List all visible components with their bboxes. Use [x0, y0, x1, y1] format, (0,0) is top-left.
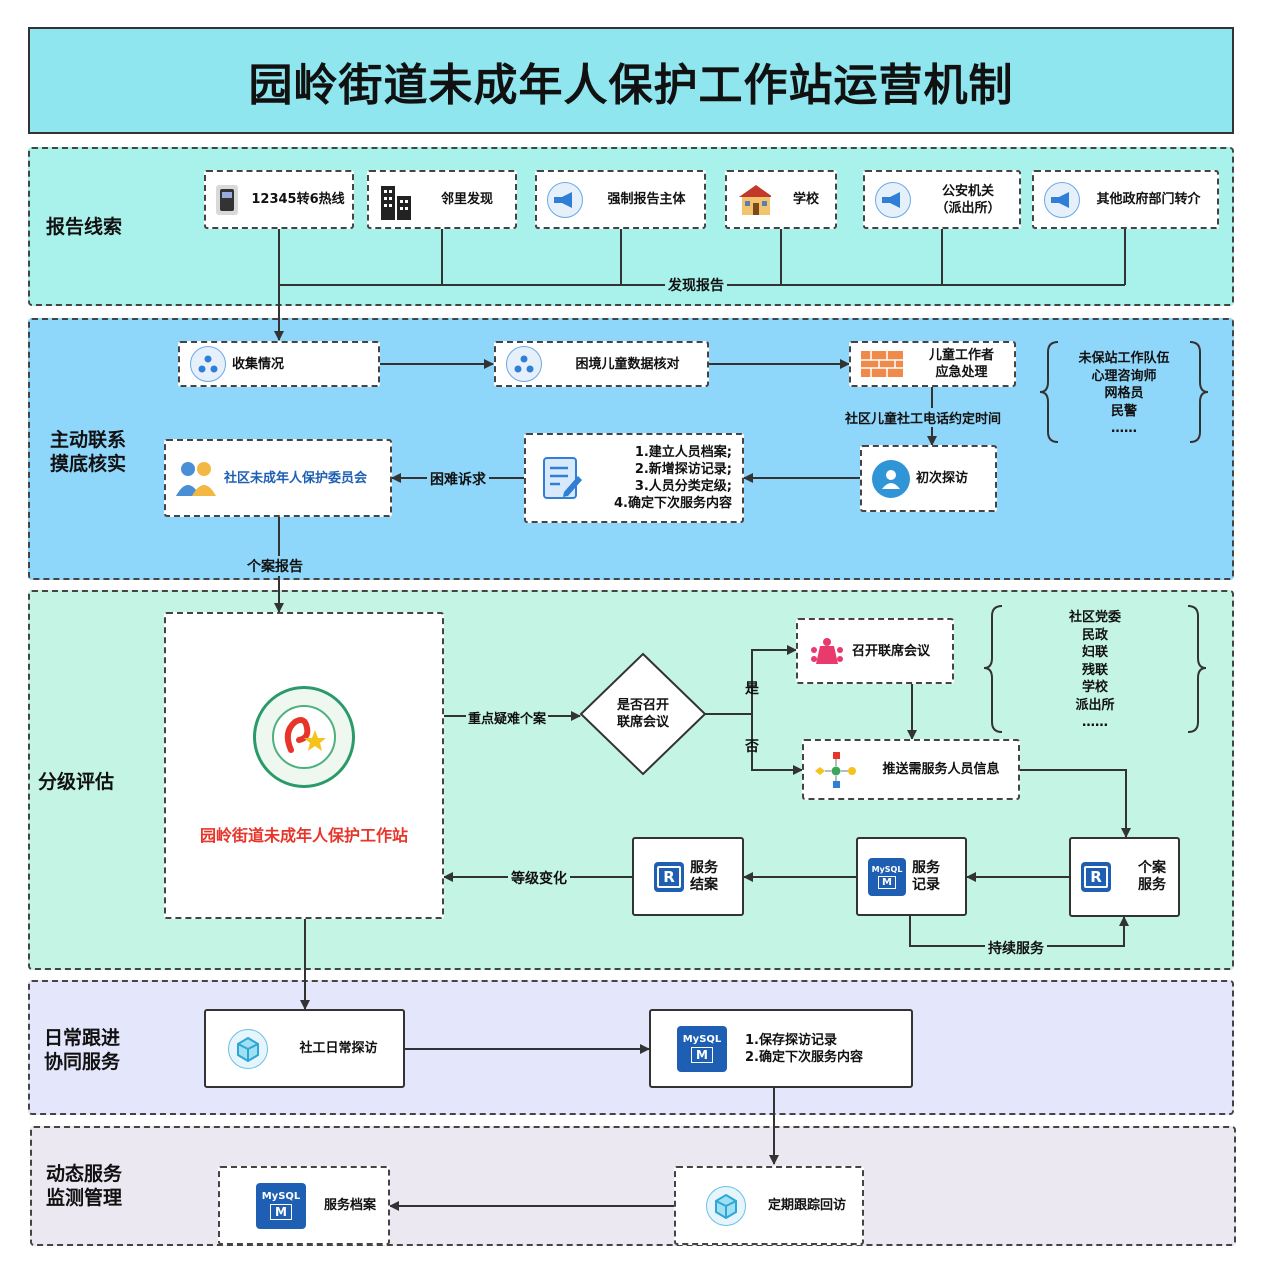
source-label: 公安机关 （派出所）	[935, 183, 1001, 216]
source-label: 其他政府部门转介	[1096, 192, 1201, 207]
node-meeting[interactable]: 召开联席会议	[796, 618, 954, 684]
node-followup[interactable]: 定期跟踪回访	[674, 1166, 864, 1245]
megaphone-icon	[1044, 181, 1080, 218]
node-label: 1.保存探访记录 2.确定下次服务内容	[745, 1032, 863, 1065]
edge-label-discover: 发现报告	[665, 275, 727, 295]
user-icon	[872, 459, 910, 498]
node-case-service[interactable]: R 个案 服务	[1069, 837, 1180, 917]
node-label: 初次探访	[916, 471, 969, 486]
mysql-text: MySQL	[682, 1034, 722, 1045]
school-icon	[737, 183, 771, 217]
node-tasks[interactable]: 1.建立人员档案; 2.新增探访记录; 3.人员分类定级; 4.确定下次服务内容	[524, 433, 744, 523]
band-label-contact: 主动联系 摸底核实	[50, 429, 127, 475]
node-label: 个案 服务	[1138, 860, 1166, 893]
source-label: 学校	[792, 192, 819, 207]
node-service-close[interactable]: R 服务 结案	[632, 837, 744, 916]
node-emergency[interactable]: 儿童工作者 应急处理	[849, 341, 1016, 387]
edge-label-continue: 持续服务	[985, 938, 1047, 958]
node-label: 服务 记录	[912, 859, 940, 893]
flow-chart-icon	[814, 750, 858, 790]
firewall-icon	[861, 347, 903, 381]
node-label: 困境儿童数据核对	[575, 356, 680, 372]
node-verify[interactable]: 困境儿童数据核对	[494, 341, 709, 387]
source-school[interactable]: 学校	[725, 170, 837, 229]
node-label: 定期跟踪回访	[767, 1198, 846, 1213]
cube-icon	[706, 1185, 746, 1226]
mysql-text: MySQL	[261, 1191, 301, 1202]
node-push[interactable]: 推送需服务人员信息	[802, 739, 1020, 800]
mysql-sub: M	[878, 875, 896, 889]
node-label: 收集情况	[232, 356, 285, 372]
node-collect[interactable]: 收集情况	[178, 341, 380, 387]
node-label: 1.建立人员档案; 2.新增探访记录; 3.人员分类定级; 4.确定下次服务内容	[614, 445, 732, 511]
group-icon	[174, 458, 218, 498]
r-chip-letter: R	[657, 865, 681, 888]
mysql-sub: M	[270, 1204, 292, 1220]
megaphone-icon	[547, 181, 583, 218]
node-label: 社区未成年人保护委员会	[224, 470, 368, 486]
station-name: 园岭街道未成年人保护工作站	[199, 825, 408, 845]
mysql-sub: M	[691, 1047, 713, 1063]
node-daily-visit[interactable]: 社工日常探访	[204, 1009, 405, 1088]
parties-list: 社区党委 民政 妇联 残联 学校 派出所 ……	[1068, 610, 1121, 730]
meeting-icon	[808, 634, 846, 668]
source-police[interactable]: 公安机关 （派出所）	[863, 170, 1021, 229]
source-label: 邻里发现	[440, 192, 493, 207]
title-bar: 园岭街道未成年人保护工作站运营机制	[28, 27, 1234, 134]
node-label: 社工日常探访	[299, 1041, 378, 1056]
source-government[interactable]: 其他政府部门转介	[1032, 170, 1219, 229]
share-icon	[190, 346, 226, 382]
band-label-daily: 日常跟进 协同服务	[44, 1027, 121, 1073]
node-label: 服务档案	[323, 1198, 376, 1213]
mysql-text: MySQL	[871, 864, 903, 874]
edge-label-level-change: 等级变化	[508, 868, 570, 888]
station-logo	[253, 685, 355, 788]
node-label: 儿童工作者 应急处理	[928, 348, 994, 380]
node-daily-record[interactable]: MySQL M 1.保存探访记录 2.确定下次服务内容	[649, 1009, 913, 1088]
building-icon	[379, 183, 413, 220]
band-label-dynamic: 动态服务 监测管理	[46, 1163, 123, 1209]
node-label: 召开联席会议	[852, 643, 931, 659]
node-first-visit[interactable]: 初次探访	[860, 445, 997, 512]
mysql-icon: MySQL M	[677, 1025, 727, 1072]
document-edit-icon	[540, 454, 584, 502]
megaphone-icon	[875, 181, 911, 218]
team-list: 未保站工作队伍 心理咨询师 网格员 民警 ……	[1078, 351, 1170, 436]
band-label-report: 报告线索	[46, 216, 123, 238]
share-icon	[506, 346, 542, 382]
station-panel[interactable]: 园岭街道未成年人保护工作站	[164, 612, 444, 919]
band-label-assess: 分级评估	[38, 771, 115, 793]
r-chip-letter: R	[1084, 866, 1108, 888]
edge-label-key-case: 重点疑难个案	[466, 708, 549, 727]
edge-label-difficulty: 困难诉求	[427, 469, 489, 489]
node-label: 推送需服务人员信息	[882, 762, 1000, 777]
decision-diamond	[579, 652, 707, 776]
edge-label-case-report: 个案报告	[244, 556, 306, 576]
source-mandatory[interactable]: 强制报告主体	[535, 170, 706, 229]
decision-label: 是否召开 联席会议	[616, 698, 669, 730]
source-neighbor[interactable]: 邻里发现	[367, 170, 517, 229]
cube-icon	[228, 1028, 268, 1069]
r-chip-icon: R	[654, 861, 684, 892]
edge-label-no: 否	[745, 739, 759, 755]
source-label: 强制报告主体	[607, 192, 686, 207]
edge-label-yes: 是	[745, 681, 759, 697]
r-chip-icon: R	[1081, 862, 1111, 892]
edge-label-phone-appoint: 社区儿童社工电话约定时间	[842, 408, 1005, 427]
node-archive[interactable]: MySQL M 服务档案	[218, 1166, 390, 1245]
source-hotline[interactable]: 12345转6热线	[204, 170, 354, 229]
node-label: 服务 结案	[690, 859, 718, 893]
phone-icon	[216, 184, 238, 215]
page-title: 园岭街道未成年人保护工作站运营机制	[248, 59, 1014, 111]
mysql-icon: MySQL M	[256, 1182, 306, 1229]
source-label: 12345转6热线	[251, 192, 345, 207]
node-committee[interactable]: 社区未成年人保护委员会	[164, 439, 392, 517]
